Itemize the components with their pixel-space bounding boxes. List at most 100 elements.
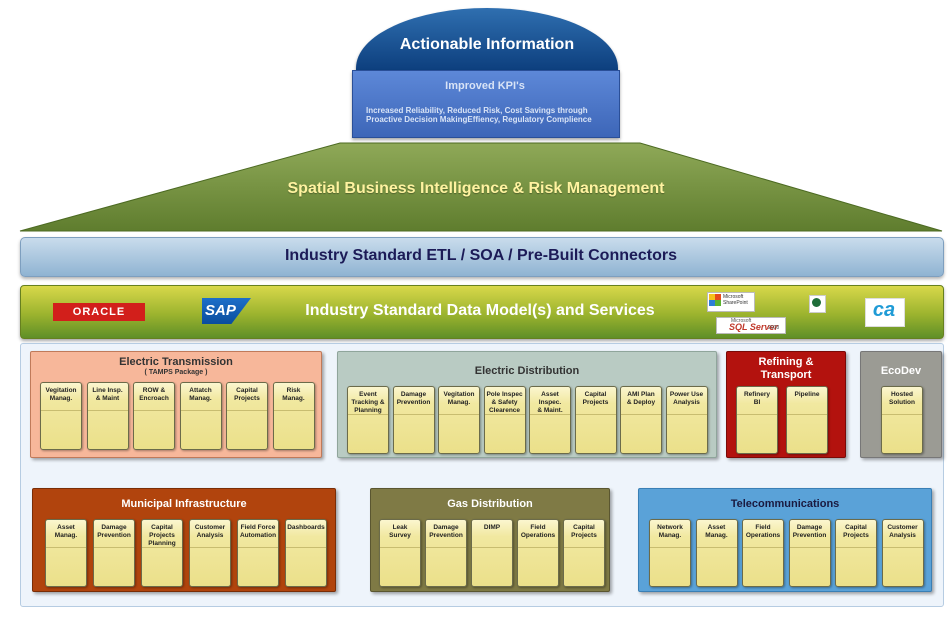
module-card: Attatch Manag. xyxy=(179,382,222,450)
card-divider xyxy=(180,410,221,411)
group-title: Gas Distribution xyxy=(447,498,533,510)
module-label: Refinery BI xyxy=(743,391,770,406)
module-card: Damage Prevention xyxy=(392,386,435,454)
module-label: Power Use Analysis xyxy=(669,391,704,406)
card-divider xyxy=(882,414,922,415)
module-label: Risk Manag. xyxy=(282,387,305,402)
card-divider xyxy=(426,547,466,548)
module-label: Field Force Automation xyxy=(239,524,277,539)
module-label: Capital Projects xyxy=(234,387,260,402)
module-label: Asset Manag. xyxy=(54,524,78,539)
roof-shape xyxy=(19,142,943,232)
module-label: Attatch Manag. xyxy=(189,387,212,402)
module-label: Network Manag. xyxy=(657,524,683,539)
ca-logo-text: ca xyxy=(872,299,896,321)
module-label: Capital Projects xyxy=(843,524,869,539)
group-ecodev: EcoDev Hosted Solution xyxy=(860,351,942,458)
module-card: Asset Inspec. & Maint. xyxy=(529,386,571,454)
module-card: Pipeline xyxy=(786,386,828,454)
group-municipal-infrastructure: Municipal Infrastructure Asset Manag. Dam… xyxy=(32,488,336,592)
module-card: Network Manag. xyxy=(649,519,691,587)
module-card: Asset Manag. xyxy=(695,519,738,587)
card-divider xyxy=(134,410,174,411)
card-divider xyxy=(286,547,326,548)
module-card: Risk Manag. xyxy=(272,382,315,450)
ca-logo xyxy=(865,298,905,327)
card-divider xyxy=(650,547,690,548)
card-divider xyxy=(787,414,827,415)
module-card: Damage Prevention xyxy=(93,519,135,587)
module-card: Vegitation Manag. xyxy=(438,386,480,454)
module-label: Asset Manag. xyxy=(705,524,728,539)
card-divider xyxy=(439,414,479,415)
module-label: Customer Analysis xyxy=(887,524,918,539)
card-divider xyxy=(621,414,661,415)
module-label: Field Operations xyxy=(520,524,556,539)
card-divider xyxy=(575,414,616,415)
card-divider xyxy=(518,547,558,548)
sharepoint-icon xyxy=(709,294,721,306)
data-model-title: Industry Standard Data Model(s) and Serv… xyxy=(305,302,655,319)
module-label: ROW & Encroach xyxy=(139,387,169,402)
module-card: Capital Projects xyxy=(563,519,605,587)
card-divider xyxy=(472,547,512,548)
module-label: Customer Analysis xyxy=(194,524,226,539)
group-title: Electric Distribution xyxy=(474,365,580,377)
data-model-band xyxy=(20,285,944,339)
kpi-description: Increased Reliability, Reduced Risk, Cos… xyxy=(366,106,592,124)
sql-server-logo xyxy=(716,317,786,334)
module-card: Pole Inspec & Safety Clearence xyxy=(483,386,526,454)
module-label: Pole Inspec & Safety Clearence xyxy=(486,391,523,414)
module-card: AMI Plan & Deploy xyxy=(620,386,662,454)
dome-title: Actionable Information xyxy=(399,36,575,53)
globe-icon xyxy=(812,298,821,307)
module-label: AMI Plan & Deploy xyxy=(626,391,656,406)
module-card: ROW & Encroach xyxy=(133,382,175,450)
card-divider xyxy=(41,410,81,411)
card-divider xyxy=(789,547,830,548)
card-divider xyxy=(46,547,86,548)
group-title: EcoDev xyxy=(880,365,922,377)
kpi-title: Improved KPI's xyxy=(445,80,525,92)
module-card: Damage Prevention xyxy=(788,519,831,587)
module-label: Event Tracking & Planning xyxy=(351,391,385,414)
group-electric-transmission: Electric Transmission ( TAMPS Package ) … xyxy=(30,351,322,458)
group-title: Municipal Infrastructure xyxy=(121,498,247,510)
module-label: Pipeline xyxy=(794,391,820,398)
card-divider xyxy=(882,547,923,548)
module-card: Asset Manag. xyxy=(45,519,87,587)
module-label: DIMP xyxy=(483,524,501,531)
module-card: Capital Projects xyxy=(226,382,268,450)
module-label: Damage Prevention xyxy=(396,391,431,406)
group-telecommunications: Telecommunications Network Manag.Asset M… xyxy=(638,488,932,592)
module-card: Dashboards xyxy=(285,519,327,587)
module-label: Capital Projects Planning xyxy=(148,524,176,547)
module-label: Capital Projects xyxy=(582,391,609,406)
module-card: Customer Analysis xyxy=(881,519,924,587)
group-title: Refining & Transport xyxy=(758,356,814,381)
card-divider xyxy=(380,547,420,548)
card-divider xyxy=(393,414,434,415)
module-label: Capital Projects xyxy=(571,524,597,539)
module-card: Vegitation Manag. xyxy=(40,382,82,450)
module-card: Line Insp. & Maint xyxy=(86,382,129,450)
group-refining-transport: Refining & Transport Refinery BI Pipeline xyxy=(726,351,846,458)
card-divider xyxy=(87,410,128,411)
module-card: Capital Projects Planning xyxy=(141,519,183,587)
card-divider xyxy=(227,410,267,411)
card-divider xyxy=(737,414,777,415)
module-label: Damage Prevention xyxy=(97,524,131,539)
card-divider xyxy=(484,414,525,415)
module-card: Damage Prevention xyxy=(425,519,467,587)
module-label: Dashboards xyxy=(287,524,325,531)
etl-title: Industry Standard ETL / SOA / Pre-Built … xyxy=(284,247,678,264)
module-label: Damage Prevention xyxy=(792,524,827,539)
group-subtitle: ( TAMPS Package ) xyxy=(144,369,208,376)
oracle-logo: ORACLE xyxy=(53,303,145,321)
card-divider xyxy=(348,414,388,415)
card-divider xyxy=(190,547,230,548)
card-divider xyxy=(836,547,876,548)
module-card: Power Use Analysis xyxy=(665,386,708,454)
kpi-box xyxy=(352,70,620,138)
